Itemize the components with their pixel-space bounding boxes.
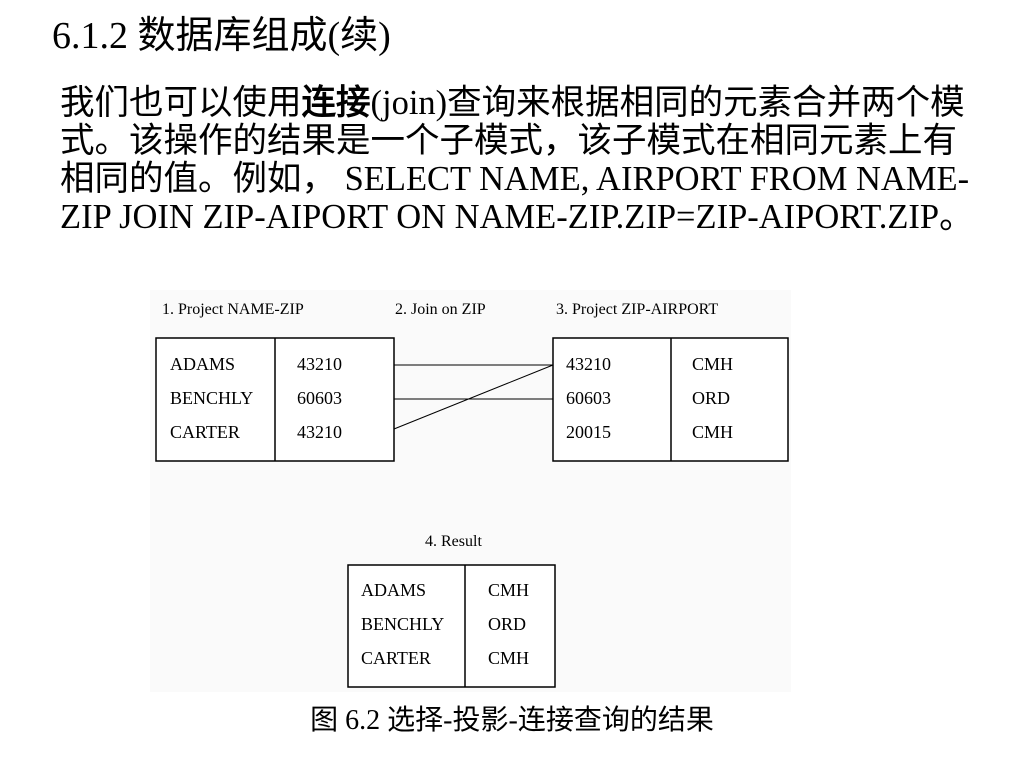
result-table: ADAMS CMH BENCHLY ORD CARTER CMH [347, 564, 556, 688]
figure-caption: 图 6.2 选择-投影-连接查询的结果 [310, 705, 714, 736]
slide-heading: 6.1.2 数据库组成(续) [52, 15, 391, 57]
zip-airport-table: 43210 CMH 60603 ORD 20015 CMH [552, 337, 789, 462]
step-label-project-zip-airport: 3. Project ZIP-AIRPORT [556, 301, 718, 318]
name-zip-cell: 43210 [297, 422, 342, 442]
join-diagram: 1. Project NAME-ZIP 2. Join on ZIP 3. Pr… [155, 301, 789, 688]
zip-airport-cell: 43210 [566, 354, 611, 374]
name-zip-cell: 43210 [297, 354, 342, 374]
step-label-result: 4. Result [425, 533, 482, 550]
result-cell: ADAMS [361, 580, 426, 600]
result-cell: BENCHLY [361, 614, 444, 634]
result-table-border [347, 564, 556, 688]
join-connectors [393, 364, 554, 430]
join-keyword: 连接 [301, 84, 371, 122]
name-zip-cell: BENCHLY [170, 388, 253, 408]
name-zip-cell: CARTER [170, 422, 240, 442]
paragraph-text-rest: (join)查询来根据相同的元素合并两个模式。该操作的结果是一个子模式，该子模式… [60, 84, 974, 236]
result-cell: ORD [488, 614, 526, 634]
zip-airport-cell: CMH [692, 354, 733, 374]
paragraph-text-start: 我们也可以使用 [60, 84, 302, 122]
result-cell: CMH [488, 648, 529, 668]
step-label-join-on-zip: 2. Join on ZIP [395, 301, 486, 318]
name-zip-table: ADAMS 43210 BENCHLY 60603 CARTER 43210 [155, 337, 395, 462]
zip-airport-cell: 60603 [566, 388, 611, 408]
step-label-project-name-zip: 1. Project NAME-ZIP [162, 301, 304, 318]
result-cell: CMH [488, 580, 529, 600]
result-cell: CARTER [361, 648, 431, 668]
zip-airport-cell: ORD [692, 388, 730, 408]
body-paragraph: 我们也可以使用连接(join)查询来根据相同的元素合并两个模式。该操作的结果是一… [60, 84, 990, 236]
name-zip-cell: ADAMS [170, 354, 235, 374]
join-line-carter [393, 364, 554, 430]
zip-airport-cell: CMH [692, 422, 733, 442]
name-zip-cell: 60603 [297, 388, 342, 408]
zip-airport-cell: 20015 [566, 422, 611, 442]
